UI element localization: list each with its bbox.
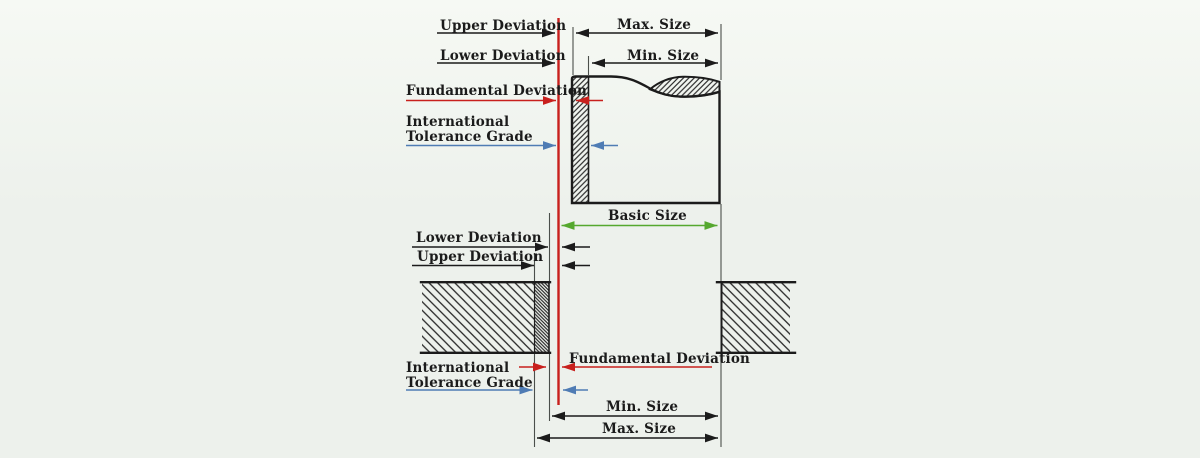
shaft-tolerance-zone-hatch: [572, 77, 589, 203]
hole-max-size-label: Max. Size: [602, 421, 677, 437]
shaft-fundamental-deviation-label: Fundamental Deviation: [406, 83, 588, 99]
hole-lower-deviation-label: Lower Deviation: [416, 230, 542, 246]
shaft-outline: [570, 75, 721, 205]
shaft-it-grade-label-line2: Tolerance Grade: [406, 129, 533, 145]
hole-it-grade-label-line2: Tolerance Grade: [406, 375, 533, 391]
right-block-hatch: [722, 283, 790, 353]
shaft-diagram: [406, 24, 722, 205]
shaft-min-size-label: Min. Size: [627, 48, 700, 64]
shaft-upper-deviation-label: Upper Deviation: [440, 18, 567, 34]
left-block-tolerance-zone-hatch: [534, 283, 549, 353]
shaft-it-grade-label-line1: International: [406, 114, 510, 130]
hole-min-size-label: Min. Size: [606, 399, 679, 415]
hole-fundamental-deviation-label: Fundamental Deviation: [569, 351, 751, 367]
hole-diagram: [406, 204, 797, 447]
shaft-lower-deviation-label: Lower Deviation: [440, 48, 566, 64]
basic-size-label: Basic Size: [608, 208, 687, 224]
left-block-hatch: [422, 283, 535, 353]
shaft-max-size-label: Max. Size: [617, 17, 692, 33]
hole-upper-deviation-label: Upper Deviation: [417, 249, 544, 265]
hole-it-grade-label-line1: International: [406, 360, 510, 376]
